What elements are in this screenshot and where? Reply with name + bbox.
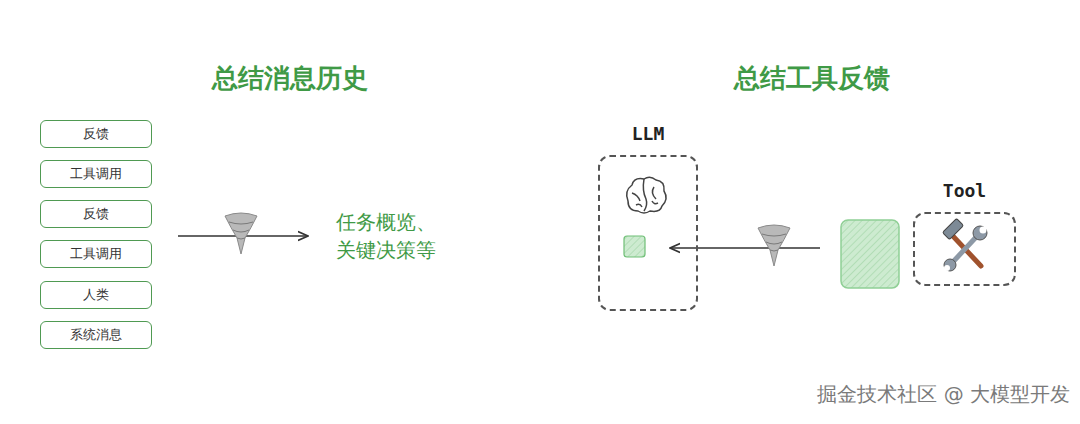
message-label: 工具调用	[70, 165, 122, 183]
compress-icon	[225, 213, 257, 254]
component-box: LLM	[598, 155, 698, 311]
message-box: 系统消息	[40, 321, 152, 349]
component-box: Tool	[913, 212, 1016, 286]
watermark: 掘金技术社区 @ 大模型开发	[740, 380, 1070, 408]
message-box: 工具调用	[40, 240, 152, 268]
message-box: 工具调用	[40, 160, 152, 188]
message-label: 反馈	[83, 125, 109, 143]
summary-square	[624, 236, 645, 257]
message-box: 反馈	[40, 200, 152, 228]
message-label: 工具调用	[70, 245, 122, 263]
brain-icon	[627, 177, 666, 213]
tools-icon	[942, 218, 987, 271]
section-title: 总结消息历史	[190, 60, 390, 96]
tool-output	[841, 220, 899, 288]
component-label: LLM	[600, 123, 696, 144]
message-box: 反馈	[40, 120, 152, 148]
compress-icon	[758, 225, 790, 266]
message-box: 人类	[40, 281, 152, 309]
message-label: 人类	[83, 286, 109, 304]
arrow	[670, 247, 820, 248]
message-label: 系统消息	[70, 326, 122, 344]
component-label: Tool	[915, 180, 1014, 201]
message-label: 反馈	[83, 205, 109, 223]
section-title: 总结工具反馈	[712, 60, 912, 96]
result-note: 任务概览、关键决策等	[336, 208, 446, 264]
